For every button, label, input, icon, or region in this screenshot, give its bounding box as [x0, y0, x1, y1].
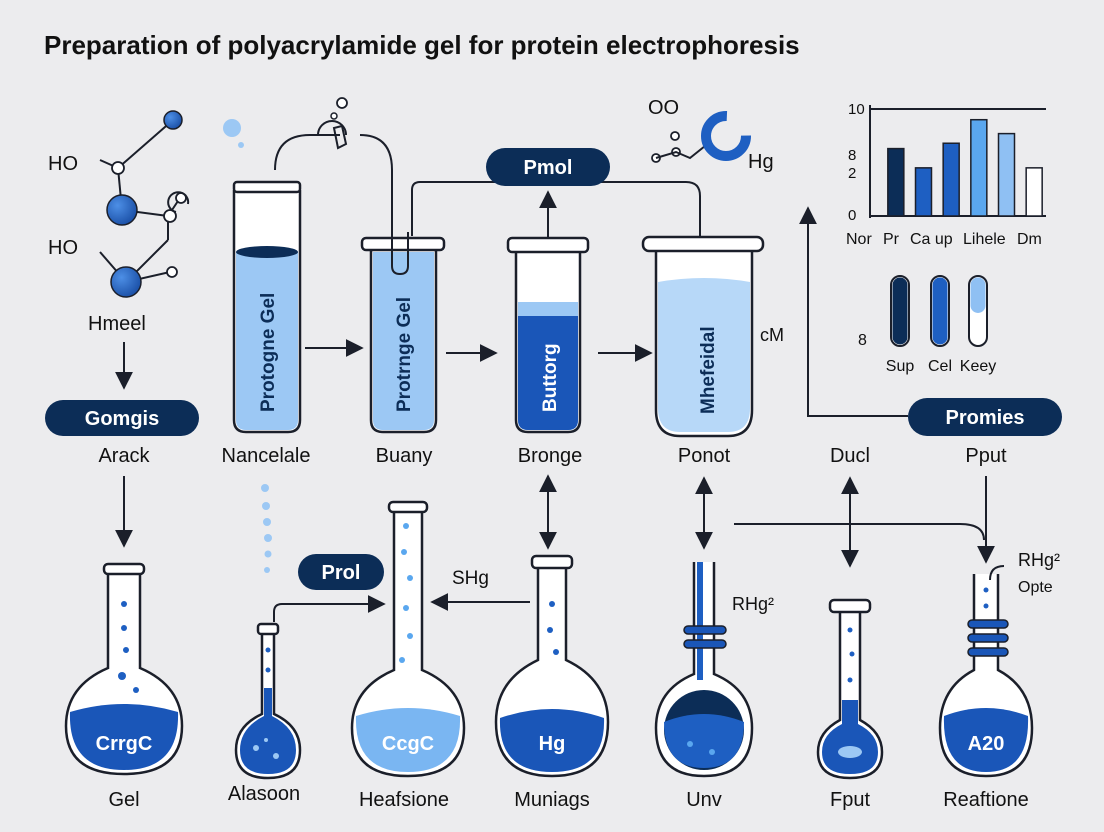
chart-x-tick-label: Nor: [846, 231, 872, 248]
tube1-label: Protogne Gel: [258, 293, 279, 412]
row-label: Ducl: [830, 445, 870, 467]
flask3-inner: CcgC: [382, 733, 434, 755]
flask-fput: [816, 598, 884, 780]
chart-bar: [887, 147, 905, 217]
chart-y-tick-label: 8: [848, 147, 856, 164]
arrow-alasoon-heafsione: [273, 595, 386, 622]
test-tube-4: Mhefeidal cM: [641, 235, 784, 438]
chart-y-tick-label: 0: [848, 207, 856, 224]
dot-trail: [261, 484, 272, 573]
flask7-side2: Opte: [1018, 579, 1053, 596]
top-molecule: OO Hg: [223, 97, 774, 173]
connector-tube2-top: [274, 134, 393, 272]
atom-ball: [106, 194, 138, 226]
mini-bars-value: 8: [858, 332, 867, 349]
tube4-side-label: cM: [760, 325, 784, 345]
chart-bar: [942, 142, 960, 217]
row-labels: Arack Nancelale Buany Bronge Ponot Ducl Pput: [98, 445, 1007, 467]
chart-x-tick-label: Dm: [1017, 231, 1042, 248]
pill-pmol[interactable]: Pmol: [486, 148, 610, 186]
test-tube-3: Buttorg: [506, 236, 590, 434]
svg-text:Prol: Prol: [322, 562, 361, 584]
chart-x-tick-label: Ca up: [910, 231, 953, 248]
shg-label: SHg: [452, 568, 489, 589]
mini-bar-label: Cel: [928, 358, 952, 375]
ho-label-bottom: HO: [48, 237, 78, 259]
hg-label: Hg: [748, 151, 774, 173]
flask-gel: CrrgC: [64, 562, 184, 776]
flask-label: Heafsione: [359, 789, 449, 811]
flask-label: Unv: [686, 789, 722, 811]
atom-ball: [166, 266, 178, 278]
atom-arc: [167, 191, 190, 213]
row-label: Buany: [376, 445, 433, 467]
row-label: Arack: [98, 445, 150, 467]
flask4-inner: Hg: [539, 733, 566, 755]
flask-label: Alasoon: [228, 783, 300, 805]
atom-ball: [111, 161, 125, 175]
connector-top: [411, 181, 701, 236]
flask-reaftione: A20 RHg² Opte: [938, 550, 1060, 778]
oo-label: OO: [648, 97, 679, 119]
row-label: Bronge: [518, 445, 583, 467]
flask7-inner: A20: [968, 733, 1005, 755]
mini-bar-label: Keey: [960, 358, 996, 375]
atom-ball: [670, 131, 680, 141]
flask-heafsione: CcgC: [350, 500, 466, 778]
test-tube-1: Protogne Gel: [232, 180, 302, 434]
chart-bar: [997, 132, 1016, 217]
chart-x-tick-label: Pr: [883, 231, 900, 248]
tube4-label: Mhefeidal: [698, 326, 719, 414]
flask-labels: Gel Alasoon Heafsione Muniags Unv Fput Reaftio…: [108, 783, 1028, 811]
flask-label: Gel: [108, 789, 139, 811]
tube3-label: Buttorg: [540, 343, 561, 412]
mini-bars: 8 Sup Cel Keey: [858, 275, 996, 375]
connector-right-loop: [799, 206, 908, 417]
mini-bar-fill: [932, 277, 948, 345]
molecule-structure: HO HO Hmeel: [48, 110, 190, 335]
mini-bar-fill: [970, 277, 986, 313]
atom-ball: [163, 209, 177, 223]
connector-horizontal: [734, 523, 985, 541]
pill-prol[interactable]: Prol: [298, 554, 384, 590]
chart-bar: [970, 118, 988, 217]
svg-text:Pmol: Pmol: [524, 157, 573, 179]
mini-bar-fill: [892, 277, 908, 345]
atom-ball: [163, 110, 183, 130]
ho-label-top: HO: [48, 153, 78, 175]
flask7-side: RHg²: [1018, 550, 1060, 570]
flask-muniags: Hg: [494, 554, 610, 778]
flow-arrows: [115, 134, 995, 622]
tube2-label: Protrnge Gel: [394, 297, 415, 412]
flask-label: Muniags: [514, 789, 590, 811]
atom-ball: [110, 266, 142, 298]
pill-gomgis[interactable]: Gomgis: [45, 400, 199, 436]
row-label: Ponot: [678, 445, 731, 467]
chart-bar: [914, 167, 933, 217]
flask-label: Fput: [830, 789, 870, 811]
chart-x-tick-label: Lihele: [963, 231, 1006, 248]
page-title: Preparation of polyacrylamide gel for pr…: [44, 30, 800, 60]
flask-unv: RHg²: [654, 562, 774, 778]
flask1-inner: CrrgC: [96, 733, 153, 755]
chart-bar: [1025, 167, 1043, 217]
row-label: Nancelale: [222, 445, 311, 467]
flask-alasoon: [234, 622, 302, 780]
svg-text:Gomgis: Gomgis: [85, 408, 159, 430]
molecule-name: Hmeel: [88, 313, 146, 335]
svg-text:Promies: Promies: [946, 407, 1025, 429]
row-label: Pput: [965, 445, 1007, 467]
pill-promies[interactable]: Promies: [908, 398, 1062, 436]
ring-icon: [701, 111, 751, 161]
mini-bar-label: Sup: [886, 358, 915, 375]
test-tube-2: Protrnge Gel: [360, 232, 446, 434]
chart-y-tick-label: 10: [848, 101, 865, 118]
chart-y-tick-label: 2: [848, 165, 856, 182]
flask5-side: RHg²: [732, 594, 774, 614]
flask-label: Reaftione: [943, 789, 1029, 811]
